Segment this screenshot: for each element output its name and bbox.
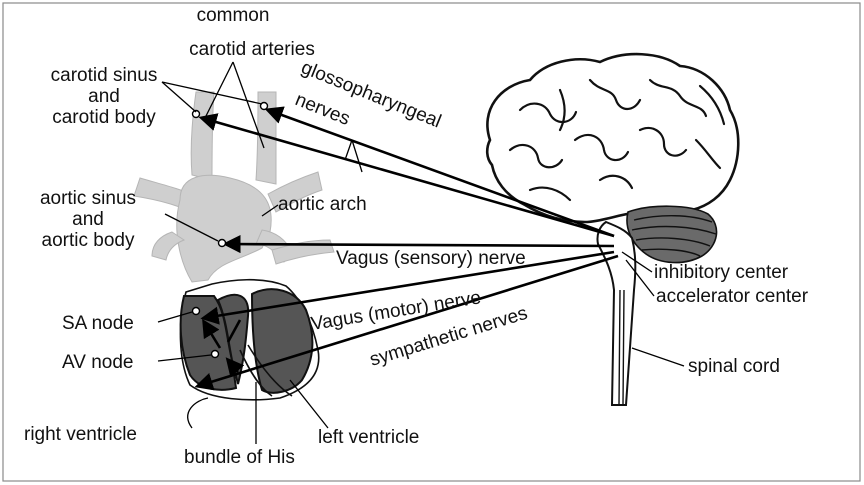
inhibitory-center-label: inhibitory center bbox=[654, 262, 789, 283]
av-node-label: AV node bbox=[62, 352, 133, 373]
common-carotid-label-1: common bbox=[197, 5, 270, 26]
carotid-sinus-label-2: and bbox=[88, 86, 120, 107]
aortic-sinus-label-3: aortic body bbox=[42, 230, 135, 251]
accelerator-center-label: accelerator center bbox=[656, 286, 809, 307]
aortic-sinus-label-2: and bbox=[72, 209, 104, 230]
spinal-cord-label: spinal cord bbox=[688, 356, 780, 377]
left-ventricle-label: left ventricle bbox=[318, 427, 419, 448]
carotid-sinus-label-1: carotid sinus bbox=[51, 65, 158, 86]
left-carotid-artery bbox=[191, 92, 214, 180]
aortic-arch-label: aortic arch bbox=[278, 194, 367, 215]
common-carotid-label-2: carotid arteries bbox=[189, 39, 315, 60]
sa-node-label: SA node bbox=[62, 313, 134, 334]
right-ventricle-label: right ventricle bbox=[24, 424, 137, 445]
aortic-sinus-dot bbox=[219, 240, 226, 247]
vagus-sensory-label: Vagus (sensory) nerve bbox=[336, 248, 526, 269]
av-node-dot bbox=[212, 351, 219, 358]
sa-node-dot bbox=[193, 308, 200, 315]
carotid-sinus-label-3: carotid body bbox=[52, 107, 156, 128]
aortic-sinus-label-1: aortic sinus bbox=[40, 188, 136, 209]
bundle-of-his-label: bundle of His bbox=[184, 447, 295, 468]
